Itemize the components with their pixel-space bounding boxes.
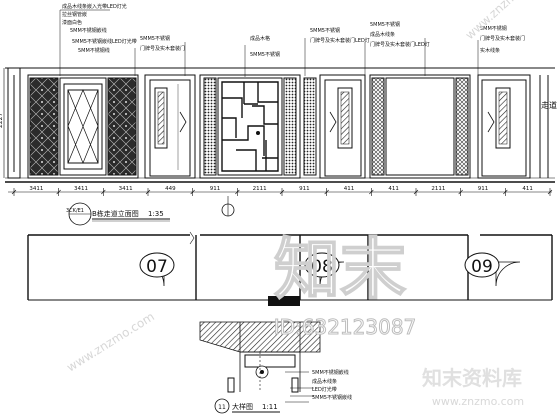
lattice-screen-panel (199, 74, 301, 179)
dim-slash (503, 189, 508, 195)
dim-slash (547, 189, 553, 195)
room-07-label: 07 (146, 257, 168, 277)
dim-slash (369, 189, 374, 195)
watermark-url: www.znzmo.com (432, 395, 524, 408)
dim-label: 3411 (74, 186, 88, 192)
note-g6-2: 门牌号及实木套装门 (480, 35, 525, 42)
room-tag-09[interactable]: 09 (464, 252, 500, 278)
note-g6-3: 实木线条 (480, 47, 500, 54)
dim-slash (56, 189, 61, 195)
dim-label: 911 (210, 186, 221, 192)
elevation-ref-tag: 3CK/E1 (66, 208, 84, 214)
dim-label: 911 (478, 186, 489, 192)
ornamental-wall-panel (27, 74, 139, 179)
dim-slash (279, 189, 285, 195)
detail-note-2: 成品木线条 (312, 378, 337, 385)
room-09-label: 09 (471, 257, 493, 277)
detail-view: 5MM不锈钢嵌线 成品木线条 LED灯光带 5MM5不锈钢嵌线 11 大样图 1… (199, 321, 352, 414)
note-g1-5: 5MM5不锈钢嵌线LED灯光带 (72, 38, 137, 45)
room-tag-07[interactable]: 07 (139, 252, 175, 278)
detail-note-1: 5MM不锈钢嵌线 (312, 369, 349, 376)
note-g4-1: 5MM5不锈钢 (310, 27, 340, 34)
dim-slash (458, 189, 463, 195)
detail-number: 11 (218, 404, 226, 411)
height-dimension: 2227 (0, 68, 5, 178)
detail-notes: 5MM不锈钢嵌线 成品木线条 LED灯光带 5MM5不锈钢嵌线 (312, 369, 352, 401)
door-panel-a[interactable] (144, 74, 196, 179)
note-g3-1: 成品木格 (250, 35, 270, 42)
detail-scale: 1:11 (262, 403, 278, 411)
left-wall-edge (7, 67, 21, 179)
note-g1-1: 成品木线条嵌入光带LED灯光 (62, 3, 127, 10)
dim-label: 411 (388, 186, 399, 192)
door-panel-b[interactable] (303, 74, 366, 179)
note-g1-2: 拉丝钢管嵌 (62, 11, 87, 18)
height-dim-label: 2227 (0, 113, 4, 128)
detail-leaders (285, 371, 314, 403)
note-g1-3: 漆面白色 (62, 19, 82, 26)
dim-label: 911 (299, 186, 310, 192)
dim-label: 2111 (253, 186, 267, 192)
room-tag-08[interactable]: 08 (304, 252, 340, 278)
detail-note-4: 5MM5不锈钢嵌线 (312, 394, 352, 401)
dim-label: 2111 (431, 186, 445, 192)
dim-slash (324, 189, 329, 195)
watermark-diagonal-url: www.znzmo.com (64, 309, 157, 374)
note-g1-4: 5MM不锈钢嵌线 (70, 27, 107, 34)
corridor-label: 走道 (541, 100, 557, 110)
watermark-big-logo: 知末 (274, 231, 406, 308)
watermark-brand: 知末资料库 (422, 366, 522, 390)
room-08-label: 08 (311, 257, 333, 277)
dim-slash (11, 189, 17, 195)
dim-slash (235, 189, 240, 195)
note-g5-3: 门牌号及实木套装门LED灯 (370, 41, 430, 48)
watermark-layer: 知末 ID:632123087 知末资料库 www.znzmo.com www.… (64, 0, 547, 408)
detail-note-3: LED灯光带 (312, 386, 337, 393)
right-corridor-edge: 走道 (539, 75, 557, 178)
dim-label: 3411 (119, 186, 133, 192)
callout-leaders (59, 9, 479, 77)
note-g6-1: 5MM不锈钢 (480, 25, 507, 32)
elevation-title: B栋走道立面图 (92, 209, 139, 218)
elevation-view: 2227 (0, 9, 557, 183)
note-g3-2: 5MM5不锈钢 (250, 51, 280, 58)
floor-plan: 07 08 09 (27, 231, 553, 306)
elevation-scale: 1:35 (148, 210, 164, 218)
note-g5-2: 成品木线条 (370, 31, 395, 38)
note-g4-2: 门牌号及实木套装门LED灯 (310, 37, 370, 44)
note-g5-1: 5MM5不锈钢 (370, 21, 400, 28)
door-panel-c[interactable] (477, 74, 531, 179)
plan-wall-fill (268, 296, 300, 306)
dim-slash (413, 189, 419, 195)
dimension-chain: 3411 3411 3411 449 911 2111 911 411 411 2111 911 41… (8, 186, 553, 196)
watermark-id: ID:632123087 (274, 315, 417, 339)
note-g2-2: 门牌号及实木套装门 (140, 45, 185, 52)
dim-label: 411 (522, 186, 533, 192)
elevation-title-block: 3CK/E1 B栋走道立面图 1:35 (66, 196, 235, 226)
dim-label: 411 (344, 186, 355, 192)
dim-slash (145, 189, 151, 195)
detail-title: 大样图 (232, 402, 253, 411)
detail-title-block: 11 大样图 1:11 (214, 398, 280, 414)
note-g1-6: 5MM不锈钢线 (78, 47, 110, 54)
dim-label: 3411 (29, 186, 43, 192)
note-g2-1: 5MM5不锈钢 (140, 35, 170, 42)
dim-slash (101, 189, 106, 195)
plain-wall-section (369, 74, 471, 179)
dim-label: 449 (165, 186, 176, 192)
dim-slash (190, 189, 195, 195)
elevation-notes: 成品木线条嵌入光带LED灯光 拉丝钢管嵌 漆面白色 5MM不锈钢嵌线 5MM5不… (62, 3, 525, 58)
